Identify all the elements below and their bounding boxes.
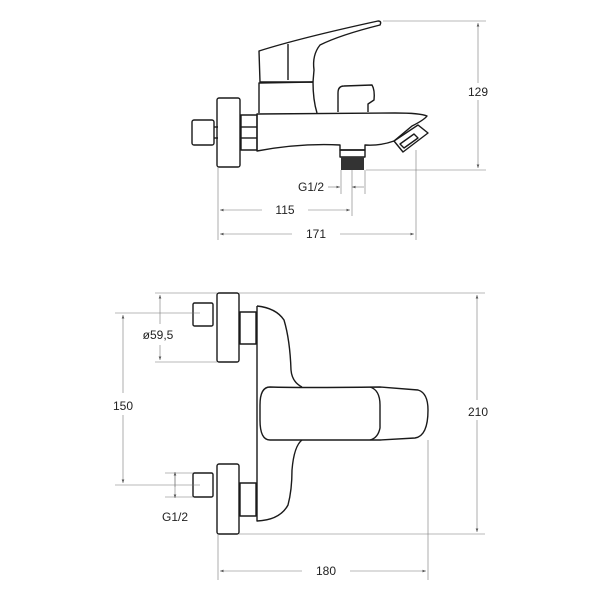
side-inlet-nut <box>191 119 215 146</box>
side-view: 129 G1/2 115 171 <box>191 20 488 241</box>
dim-front-thread: G1/2 <box>162 510 188 524</box>
front-escutcheon-bottom <box>216 463 240 535</box>
side-outlet-connector <box>339 149 366 158</box>
side-shower-outlet <box>393 124 429 153</box>
side-hex-connector <box>240 114 258 151</box>
dim-outlet-115: 115 <box>275 203 294 217</box>
side-body <box>256 112 428 152</box>
front-escutcheon-top <box>216 292 240 363</box>
front-connector-bottom <box>239 482 257 517</box>
side-lever <box>258 20 382 83</box>
dim-inlet-spacing-150: 150 <box>113 399 133 413</box>
front-connector-top <box>239 311 257 345</box>
front-lever <box>259 386 429 441</box>
dim-side-thread: G1/2 <box>298 180 324 194</box>
dim-depth-171: 171 <box>306 227 326 241</box>
dim-height-129: 129 <box>468 85 488 99</box>
side-thread <box>341 157 364 170</box>
side-escutcheon <box>216 97 241 168</box>
front-body <box>256 305 303 522</box>
side-cartridge-body <box>258 81 318 114</box>
dim-escutcheon-diameter: ø59,5 <box>143 328 174 342</box>
front-inlet-nut-top <box>192 302 214 327</box>
front-view: 210 ø59,5 150 G1/2 180 <box>113 292 488 580</box>
side-diverter-knob <box>337 84 375 112</box>
dim-width-180: 180 <box>316 564 336 578</box>
dim-height-210: 210 <box>468 405 488 419</box>
